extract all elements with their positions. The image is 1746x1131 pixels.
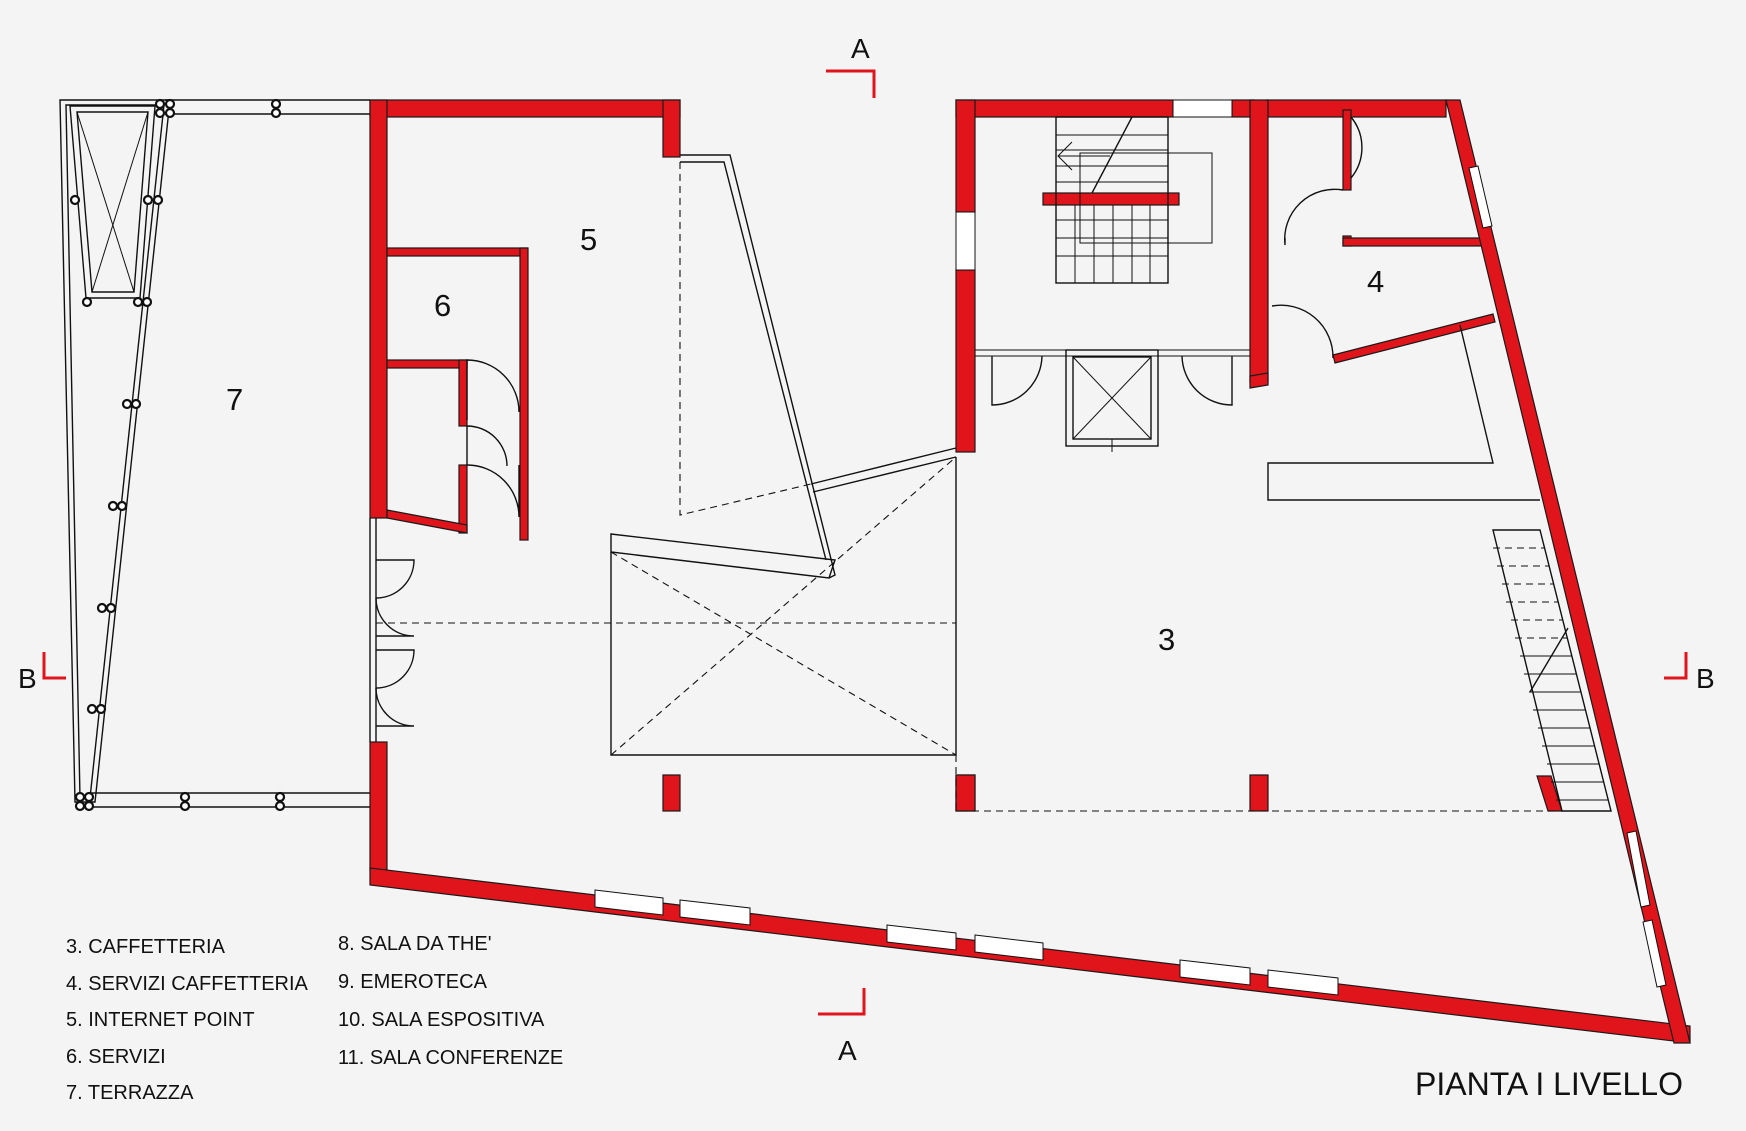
- room-label-4: 4: [1367, 264, 1384, 299]
- legend-item: 6. SERVIZI: [66, 1045, 166, 1068]
- drawing-title: PIANTA I LIVELLO: [1415, 1066, 1683, 1102]
- stair-core: [1055, 116, 1213, 284]
- room-label-3: 3: [1158, 622, 1175, 657]
- legend-item: 11. SALA CONFERENZE: [338, 1047, 564, 1069]
- legend-item: 7. TERRAZZA: [66, 1082, 194, 1104]
- right-block-internals: [955, 116, 1612, 812]
- elevator: [1065, 349, 1159, 452]
- section-label-a-bottom: A: [838, 1035, 857, 1066]
- left-block-internals: [369, 154, 957, 756]
- legend-item: 5. INTERNET POINT: [66, 1009, 255, 1031]
- legend-item: 3. CAFFETTERIA: [66, 936, 225, 958]
- legend-column-1: 3. CAFFETTERIA 4. SERVIZI CAFFETTERIA 5.…: [66, 937, 308, 1120]
- room-label-6: 6: [434, 288, 451, 323]
- internal-stair: [1493, 547, 1608, 801]
- windows: [594, 99, 1667, 996]
- terrace-posts: [69, 98, 286, 812]
- room-label-5: 5: [580, 222, 597, 257]
- walls-right-block: [955, 99, 1691, 1044]
- legend-item: 4. SERVIZI CAFFETTERIA: [66, 972, 308, 995]
- section-label-b-left: B: [18, 663, 37, 694]
- section-markers: [42, 69, 1688, 1016]
- terrace-outline: [59, 99, 370, 808]
- legend-item: 10. SALA ESPOSITIVA: [338, 1009, 545, 1031]
- room-label-7: 7: [226, 382, 243, 417]
- legend-item: 9. EMEROTECA: [338, 971, 487, 993]
- section-label-b-right: B: [1696, 663, 1715, 694]
- legend-item: 8. SALA DA THE': [338, 933, 492, 955]
- skylight-box: [69, 105, 156, 299]
- legend-column-2: 8. SALA DA THE' 9. EMEROTECA 10. SALA ES…: [338, 934, 563, 1086]
- section-label-a-top: A: [851, 33, 870, 64]
